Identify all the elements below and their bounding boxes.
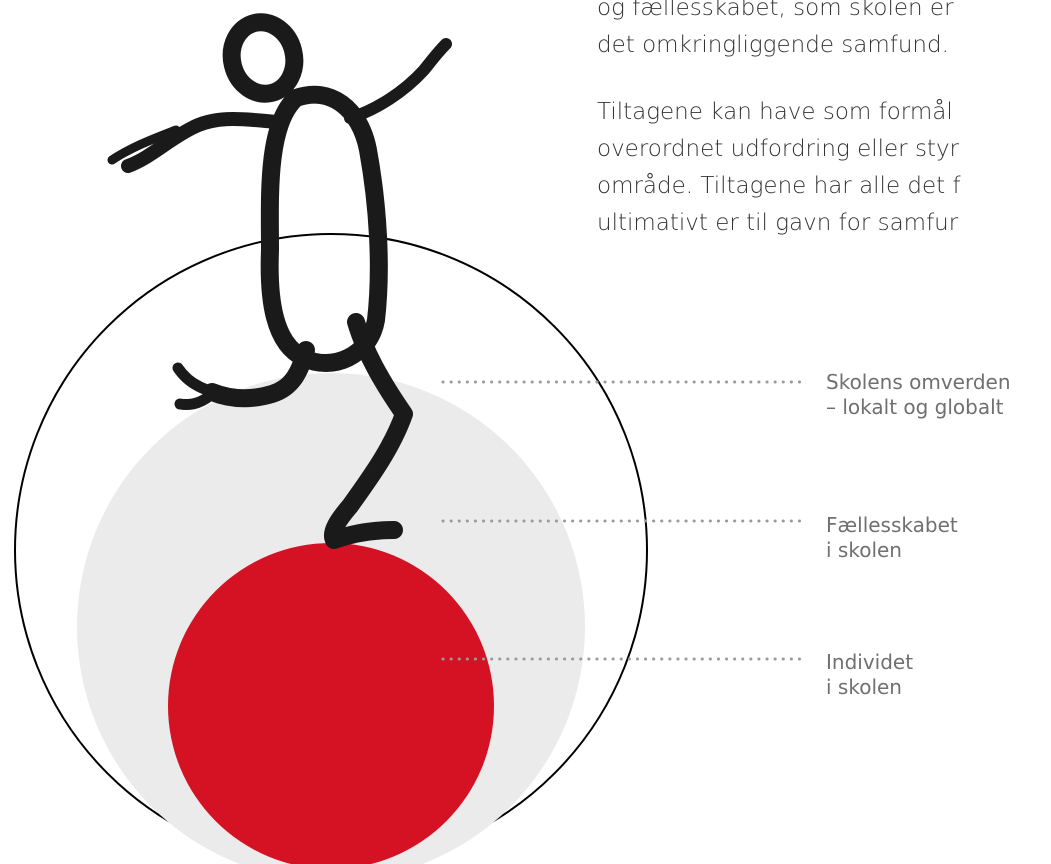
label-line: – lokalt og globalt <box>826 395 1004 419</box>
figure-foot-back <box>172 362 220 410</box>
paragraph-intro-fragment: og fællesskabet, som skolen er det omkri… <box>597 0 954 64</box>
paragraph-initiatives: Tiltagene kan have som formål overordnet… <box>597 94 961 242</box>
label-surroundings: Skolens omverden – lokalt og globalt <box>826 370 1011 420</box>
label-line: Individet <box>826 650 914 674</box>
label-line: i skolen <box>826 675 902 699</box>
figure-head <box>222 13 304 103</box>
label-line: i skolen <box>826 538 902 562</box>
label-line: Fællesskabet <box>826 513 958 537</box>
figure-leg-back <box>203 341 315 408</box>
figure-arm-left-tip <box>107 125 181 165</box>
paragraph-line: Tiltagene kan have som formål <box>597 99 953 125</box>
paragraph-line: det omkringliggende samfund. <box>597 32 949 58</box>
figure-body <box>260 85 388 372</box>
paragraph-line: overordnet udfordring eller styr <box>597 136 960 162</box>
paragraph-line: og fællesskabet, som skolen er <box>597 0 954 21</box>
paragraph-line: ultimativt er til gavn for samfur <box>597 210 959 236</box>
figure-arm-right <box>344 38 452 124</box>
inner-circle-individual <box>168 543 494 864</box>
figure-arm-left <box>121 112 285 173</box>
label-individual: Individet i skolen <box>826 650 913 700</box>
label-line: Skolens omverden <box>826 370 1011 394</box>
stick-figure-illustration <box>107 13 452 549</box>
label-community: Fællesskabet i skolen <box>826 513 958 563</box>
figure-leg-front <box>324 313 413 549</box>
paragraph-line: område. Tiltagene har alle det f <box>597 173 961 199</box>
